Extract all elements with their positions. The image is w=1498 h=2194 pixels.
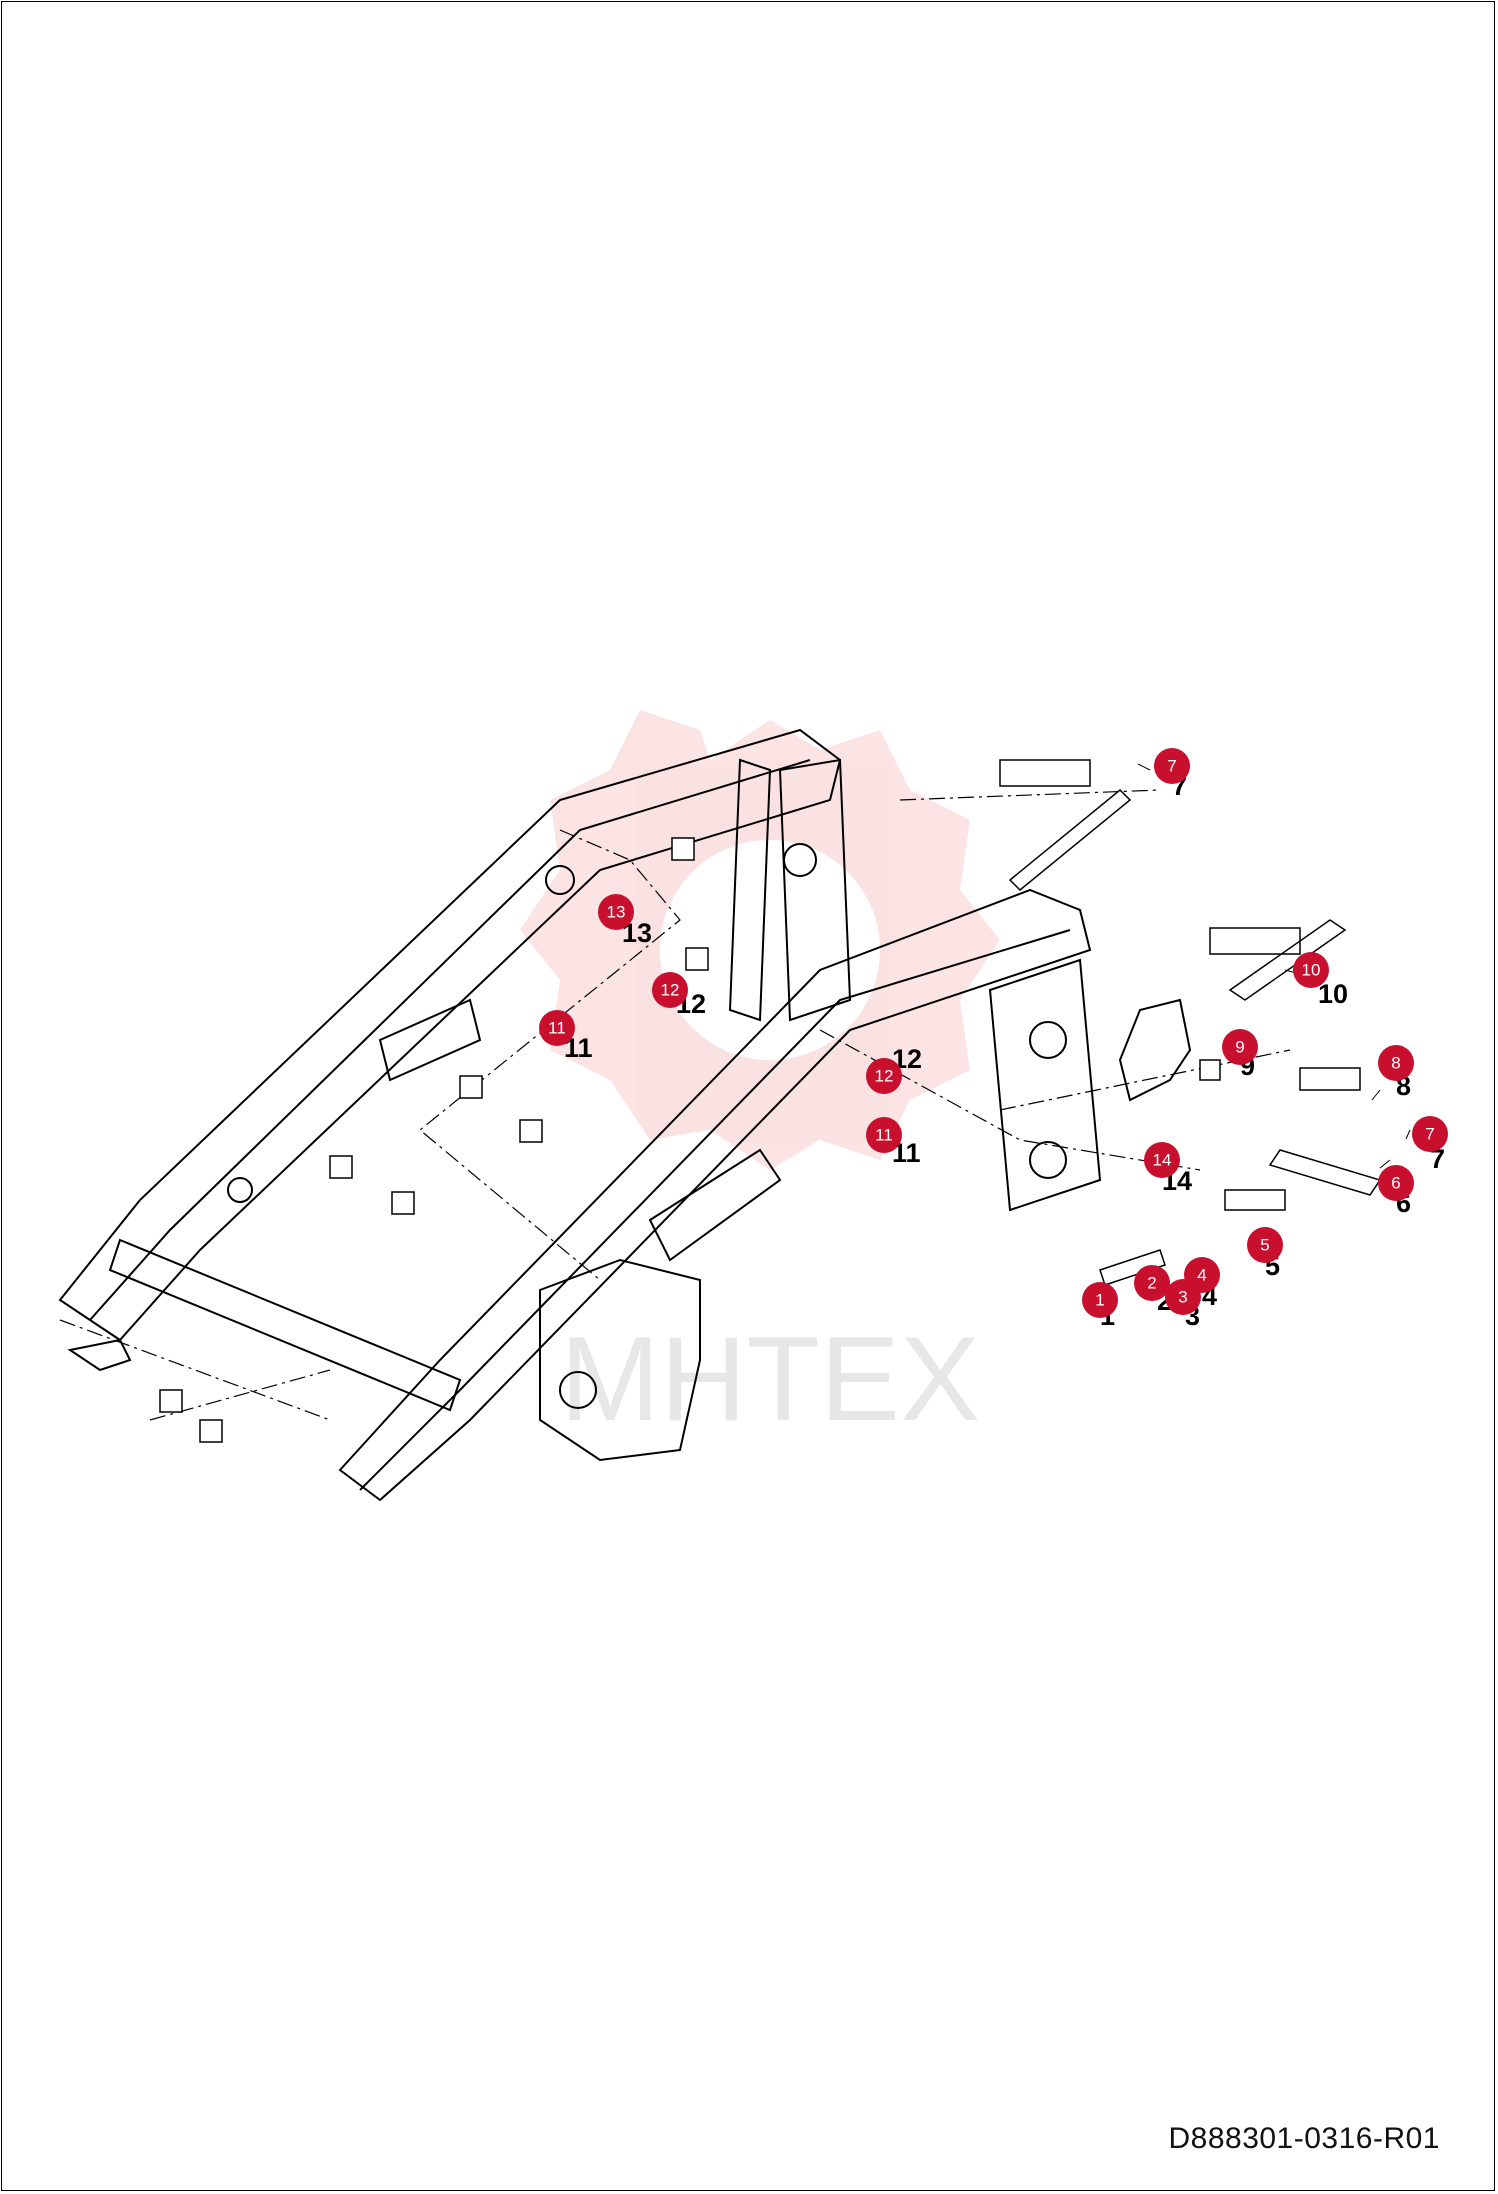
drawing-code: D888301-0316-R01	[1168, 2122, 1440, 2155]
svg-text:3: 3	[1178, 1288, 1187, 1307]
svg-text:11: 11	[548, 1019, 566, 1038]
callout-7a[interactable]: 7	[1154, 748, 1190, 784]
callout-4[interactable]: 4	[1184, 1257, 1220, 1293]
callout-5[interactable]: 5	[1247, 1227, 1283, 1263]
callout-1[interactable]: 1	[1082, 1282, 1118, 1318]
svg-text:12: 12	[661, 981, 680, 1000]
svg-text:14: 14	[1153, 1151, 1172, 1170]
watermark-gear-icon	[520, 710, 1000, 1170]
callout-10[interactable]: 10	[1293, 952, 1329, 988]
callout-11b[interactable]: 11	[866, 1117, 902, 1153]
watermark	[520, 710, 1000, 1170]
callout-6[interactable]: 6	[1378, 1165, 1414, 1201]
part-label: 10	[1318, 979, 1348, 1009]
svg-text:5: 5	[1260, 1236, 1269, 1255]
watermark-text: MHTEX	[560, 1312, 980, 1446]
callout-leaders	[1137, 763, 1411, 1169]
hose-clamp-set	[159, 759, 1361, 1443]
svg-text:9: 9	[1235, 1038, 1244, 1057]
svg-text:13: 13	[607, 903, 626, 922]
svg-text:10: 10	[1302, 961, 1321, 980]
callout-8[interactable]: 8	[1378, 1045, 1414, 1081]
callout-markers: 1 2 3 4 5 6 7 7 8 9 10 11 11 12 12 13 14	[539, 748, 1448, 1318]
svg-text:1: 1	[1095, 1291, 1104, 1310]
callout-9[interactable]: 9	[1222, 1029, 1258, 1065]
callout-14[interactable]: 14	[1144, 1142, 1180, 1178]
callout-13[interactable]: 13	[598, 894, 634, 930]
svg-text:12: 12	[875, 1067, 894, 1086]
svg-text:8: 8	[1391, 1054, 1400, 1073]
callout-12b[interactable]: 12	[866, 1058, 902, 1094]
svg-text:7: 7	[1167, 757, 1176, 776]
callout-7b[interactable]: 7	[1412, 1116, 1448, 1152]
svg-text:7: 7	[1425, 1125, 1434, 1144]
svg-text:11: 11	[875, 1126, 893, 1145]
callout-12a[interactable]: 12	[652, 972, 688, 1008]
callout-2[interactable]: 2	[1134, 1265, 1170, 1301]
svg-text:2: 2	[1147, 1274, 1156, 1293]
svg-text:6: 6	[1391, 1174, 1400, 1193]
guide-rails	[1008, 788, 1382, 1286]
svg-text:4: 4	[1197, 1266, 1206, 1285]
callout-11a[interactable]: 11	[539, 1010, 575, 1046]
machine-frame	[58, 728, 1192, 1502]
